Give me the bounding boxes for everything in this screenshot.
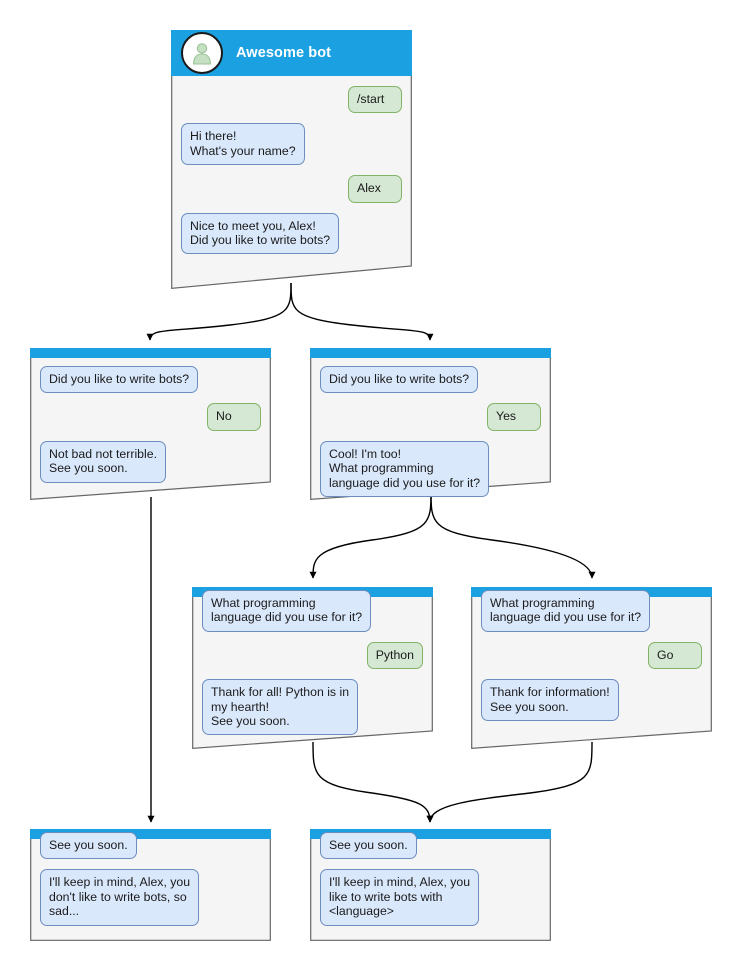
card-root-chat: /start Hi there! What's your name? Alex …: [171, 76, 412, 274]
message-row: I'll keep in mind, Alex, you don't like …: [40, 869, 261, 926]
message-row: Yes: [320, 403, 541, 431]
message-row: See you soon.: [40, 832, 261, 860]
card-end-happy-header: [310, 829, 551, 839]
connector-root-to-no: [146, 282, 292, 341]
card-go-branch-chat: What programming language did you use fo…: [471, 588, 712, 741]
card-end-happy-chat: See you soon. I'll keep in mind, Alex, y…: [310, 830, 551, 946]
bot-message-bubble[interactable]: Nice to meet you, Alex! Did you like to …: [181, 212, 340, 255]
person-avatar-icon: [181, 32, 223, 74]
bot-message-bubble[interactable]: Thank for information! See you soon.: [481, 679, 619, 722]
bot-message-bubble[interactable]: Cool! I'm too! What programming language…: [320, 440, 490, 498]
user-message-bubble[interactable]: /start: [348, 86, 402, 114]
bot-message-bubble[interactable]: Thank for all! Python is in my hearth! S…: [202, 679, 359, 736]
user-message-bubble[interactable]: Go: [648, 641, 702, 670]
card-root[interactable]: Awesome bot /start Hi there! What's your…: [171, 30, 412, 289]
card-no-branch-header: [30, 348, 271, 358]
bot-name-label: Awesome bot: [236, 45, 332, 61]
card-yes-branch[interactable]: Did you like to write bots? Yes Cool! I'…: [310, 348, 551, 500]
message-row: Did you like to write bots?: [40, 366, 261, 394]
connector-root-to-yes: [290, 282, 434, 341]
card-yes-branch-header: [310, 348, 551, 358]
message-row: /start: [181, 86, 402, 114]
card-go-branch[interactable]: What programming language did you use fo…: [471, 587, 712, 749]
message-row: Go: [481, 641, 702, 670]
message-row: See you soon.: [320, 832, 541, 860]
card-no-branch-chat: Did you like to write bots? No Not bad n…: [30, 358, 271, 503]
message-row: Nice to meet you, Alex! Did you like to …: [181, 212, 402, 255]
bot-message-bubble[interactable]: Did you like to write bots?: [40, 366, 199, 394]
card-python-branch[interactable]: What programming language did you use fo…: [192, 587, 433, 749]
bot-message-bubble[interactable]: Hi there! What's your name?: [181, 123, 305, 166]
bot-message-bubble[interactable]: I'll keep in mind, Alex, you don't like …: [40, 869, 200, 926]
user-message-bubble[interactable]: Yes: [487, 403, 541, 431]
user-message-bubble[interactable]: Alex: [348, 175, 402, 203]
card-end-happy[interactable]: See you soon. I'll keep in mind, Alex, y…: [310, 829, 551, 941]
card-python-branch-chat: What programming language did you use fo…: [192, 588, 433, 755]
message-row: What programming language did you use fo…: [481, 590, 702, 632]
message-row: I'll keep in mind, Alex, you like to wri…: [320, 869, 541, 926]
message-row: Cool! I'm too! What programming language…: [320, 440, 541, 498]
message-row: Did you like to write bots?: [320, 366, 541, 394]
bot-message-bubble[interactable]: I'll keep in mind, Alex, you like to wri…: [320, 869, 480, 926]
connector-go-to-end-happy: [426, 741, 593, 823]
card-end-sad[interactable]: See you soon. I'll keep in mind, Alex, y…: [30, 829, 271, 941]
bot-message-bubble[interactable]: See you soon.: [40, 832, 137, 860]
card-no-branch[interactable]: Did you like to write bots? No Not bad n…: [30, 348, 271, 500]
bot-message-bubble[interactable]: What programming language did you use fo…: [202, 590, 372, 632]
message-row: Python: [202, 641, 423, 670]
bot-message-bubble[interactable]: Not bad not terrible. See you soon.: [40, 440, 167, 483]
message-row: Alex: [181, 175, 402, 203]
bot-message-bubble[interactable]: What programming language did you use fo…: [481, 590, 651, 632]
card-root-header: Awesome bot: [171, 30, 412, 76]
message-row: No: [40, 403, 261, 431]
card-yes-branch-chat: Did you like to write bots? Yes Cool! I'…: [310, 358, 551, 517]
card-end-sad-chat: See you soon. I'll keep in mind, Alex, y…: [30, 830, 271, 946]
message-row: Thank for all! Python is in my hearth! S…: [202, 679, 423, 736]
bot-message-bubble[interactable]: See you soon.: [320, 832, 417, 860]
card-end-sad-header: [30, 829, 271, 839]
bot-message-bubble[interactable]: Did you like to write bots?: [320, 366, 479, 394]
message-row: What programming language did you use fo…: [202, 590, 423, 632]
message-row: Hi there! What's your name?: [181, 123, 402, 166]
user-message-bubble[interactable]: Python: [366, 641, 423, 670]
message-row: Not bad not terrible. See you soon.: [40, 440, 261, 483]
message-row: Thank for information! See you soon.: [481, 679, 702, 722]
user-message-bubble[interactable]: No: [207, 403, 261, 431]
